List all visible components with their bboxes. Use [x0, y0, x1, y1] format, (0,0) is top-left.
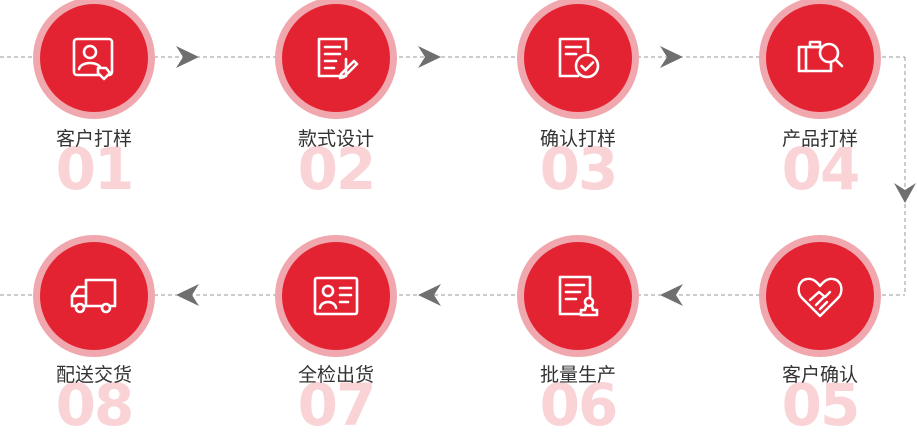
step-07-number: 07: [297, 371, 377, 439]
arrow-down: [894, 183, 916, 203]
step-05-label: 客户确认: [781, 364, 858, 386]
arrow-left-3: [176, 284, 199, 306]
step-08-circle: [40, 242, 148, 350]
step-04-number: 04: [781, 135, 861, 203]
arrow-right-1: [176, 46, 199, 68]
portrait-frame-icon: [72, 37, 114, 81]
id-card-icon: [313, 276, 359, 316]
step-01-number: 01: [55, 135, 135, 203]
step-08-number: 08: [55, 371, 135, 439]
delivery-truck-icon: [70, 278, 117, 314]
handshake-heart-icon: [797, 277, 843, 318]
step-03-label: 确认打样: [539, 128, 616, 150]
step-03-circle: [524, 4, 632, 112]
arrow-right-2: [418, 46, 441, 68]
step-06-number: 06: [539, 371, 619, 439]
step-02-label: 款式设计: [297, 128, 374, 150]
arrow-right-3: [660, 46, 683, 68]
document-stamp-icon: [558, 275, 599, 317]
step-02-number: 02: [297, 135, 377, 203]
arrow-left-1: [660, 284, 683, 306]
document-pen-icon: [317, 37, 359, 80]
step-02-circle: [282, 4, 390, 112]
step-01-label: 客户打样: [55, 128, 132, 150]
step-07-label: 全检出货: [297, 364, 374, 386]
step-04-label: 产品打样: [781, 128, 858, 150]
step-05-number: 05: [781, 371, 861, 439]
step-05-circle: [766, 242, 874, 350]
arrow-left-2: [418, 284, 441, 306]
step-04-circle: [766, 4, 874, 112]
step-06-label: 批量生产: [539, 364, 616, 386]
step-08-label: 配送交货: [55, 364, 132, 386]
step-06-circle: [524, 242, 632, 350]
magnifier-box-icon: [797, 40, 844, 73]
step-01-circle: [40, 4, 148, 112]
document-check-icon: [558, 37, 600, 79]
step-07-circle: [282, 242, 390, 350]
step-03-number: 03: [539, 135, 619, 203]
